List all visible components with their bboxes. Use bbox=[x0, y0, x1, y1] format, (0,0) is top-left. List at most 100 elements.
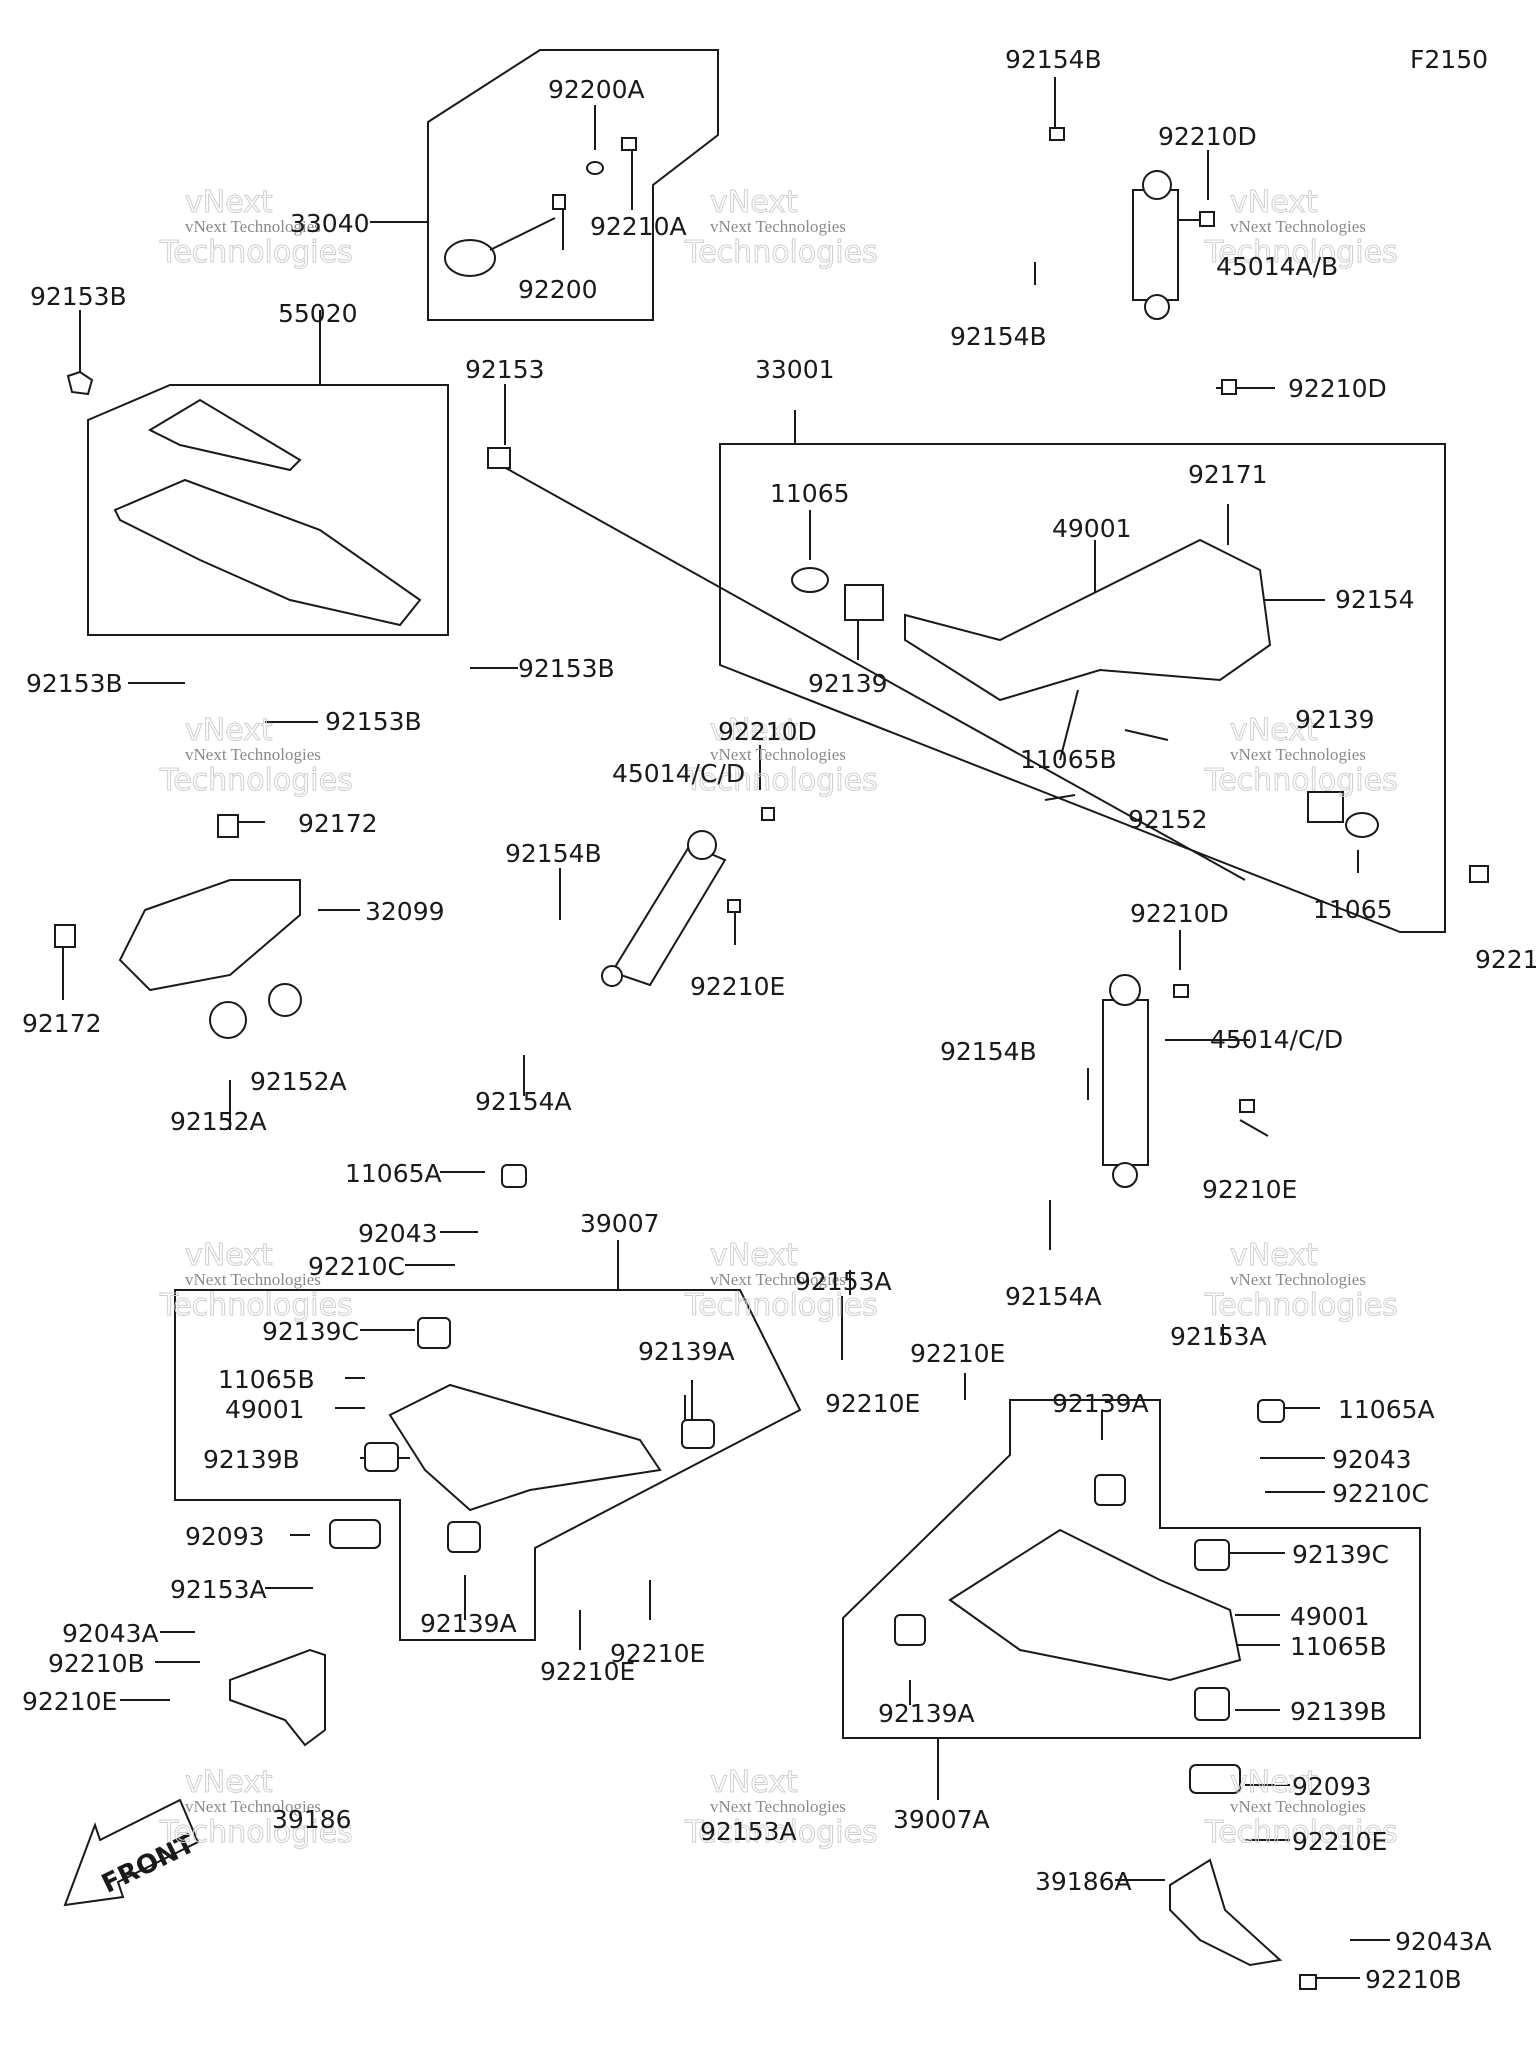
part-label: 92043A bbox=[62, 1619, 159, 1648]
part-label: 11065 bbox=[1313, 895, 1393, 924]
part-label: 92154A bbox=[1005, 1282, 1102, 1311]
part-label: 39007 bbox=[580, 1209, 660, 1238]
part-45014cd-front-shock-right bbox=[1102, 974, 1255, 1188]
part-label: 11065B bbox=[1290, 1632, 1387, 1661]
part-label: 92154 bbox=[1335, 585, 1415, 614]
part-label: 92153A bbox=[795, 1267, 892, 1296]
part-label: 92210E bbox=[540, 1657, 635, 1686]
part-label: 92153B bbox=[518, 654, 615, 683]
part-label: 39186 bbox=[272, 1805, 352, 1834]
part-label: 11065B bbox=[1020, 745, 1117, 774]
part-label: 39007A bbox=[893, 1805, 990, 1834]
part-label: 92153 bbox=[465, 355, 545, 384]
part-labels: 92154B F2150 92200A 92210D 33040 92210A … bbox=[22, 45, 1536, 1994]
frame-39007a bbox=[842, 1399, 1421, 1739]
part-label: 92139A bbox=[420, 1609, 517, 1638]
svg-text:Technologies: Technologies bbox=[684, 235, 878, 270]
part-label: 49001 bbox=[225, 1395, 305, 1424]
part-label: 92152 bbox=[1128, 805, 1208, 834]
part-label: 92139A bbox=[878, 1699, 975, 1728]
part-label: 92153B bbox=[26, 669, 123, 698]
frame-55020 bbox=[87, 384, 449, 636]
frame-33001 bbox=[719, 443, 1446, 933]
part-label: 92210E bbox=[825, 1389, 920, 1418]
part-label: 92153B bbox=[30, 282, 127, 311]
part-label: 92210E bbox=[610, 1639, 705, 1668]
part-label: 92152A bbox=[250, 1067, 347, 1096]
svg-text:vNext Technologies: vNext Technologies bbox=[185, 1797, 321, 1816]
part-label: 92139B bbox=[1290, 1697, 1387, 1726]
part-label: 45014/C/D bbox=[612, 759, 745, 788]
svg-text:Technologies: Technologies bbox=[159, 235, 353, 270]
part-32099-bracket bbox=[54, 814, 302, 1039]
part-label: 11065A bbox=[1338, 1395, 1435, 1424]
svg-text:vNext Technologies: vNext Technologies bbox=[185, 745, 321, 764]
svg-text:vNext: vNext bbox=[1230, 185, 1318, 220]
part-label: 92154B bbox=[950, 322, 1047, 351]
part-label: 92154B bbox=[505, 839, 602, 868]
svg-text:Technologies: Technologies bbox=[684, 1288, 878, 1323]
part-label: 92210D bbox=[1130, 899, 1229, 928]
svg-text:vNext: vNext bbox=[185, 1238, 273, 1273]
part-label: 92139C bbox=[262, 1317, 359, 1346]
part-label: 92154A bbox=[475, 1087, 572, 1116]
part-label: 39186A bbox=[1035, 1867, 1132, 1896]
part-45014ab-rear-shock bbox=[1049, 127, 1237, 395]
part-label: 92210B bbox=[1365, 1965, 1462, 1994]
part-55020-guard bbox=[66, 370, 422, 627]
part-label: 92210E bbox=[690, 972, 785, 1001]
part-label: 92172 bbox=[298, 809, 378, 838]
part-label: 49001 bbox=[1290, 1602, 1370, 1631]
part-39007a-right-a-arm bbox=[894, 1399, 1285, 1721]
part-39186a-right-knuckle bbox=[1169, 1764, 1317, 1990]
part-label: 92210C bbox=[308, 1252, 405, 1281]
svg-text:vNext Technologies: vNext Technologies bbox=[710, 1270, 846, 1289]
part-label: 92139A bbox=[1052, 1389, 1149, 1418]
svg-text:Technologies: Technologies bbox=[159, 763, 353, 798]
part-label: 55020 bbox=[278, 299, 358, 328]
part-label: 92210E bbox=[1202, 1175, 1297, 1204]
part-39007-left-a-arm bbox=[364, 1164, 715, 1553]
svg-text:vNext Technologies: vNext Technologies bbox=[1230, 1270, 1366, 1289]
part-label: 92139 bbox=[1295, 705, 1375, 734]
part-label: 92200 bbox=[518, 275, 598, 304]
svg-text:vNext Technologies: vNext Technologies bbox=[710, 217, 846, 236]
part-label: 92200A bbox=[548, 75, 645, 104]
part-label: 32099 bbox=[365, 897, 445, 926]
part-label: 92093 bbox=[185, 1522, 265, 1551]
svg-text:Technologies: Technologies bbox=[684, 763, 878, 798]
part-label: 33001 bbox=[755, 355, 835, 384]
svg-text:vNext: vNext bbox=[1230, 1765, 1318, 1800]
part-label: 92093 bbox=[1292, 1772, 1372, 1801]
part-label: 92171 bbox=[1188, 460, 1268, 489]
svg-text:Technologies: Technologies bbox=[159, 1815, 353, 1850]
part-label: 33040 bbox=[290, 209, 370, 238]
svg-text:Technologies: Technologies bbox=[1204, 235, 1398, 270]
svg-text:vNext Technologies: vNext Technologies bbox=[1230, 1797, 1366, 1816]
svg-text:Technologies: Technologies bbox=[1204, 763, 1398, 798]
svg-text:vNext: vNext bbox=[710, 1238, 798, 1273]
part-label: 92210 bbox=[1475, 945, 1536, 974]
part-label: 92210E bbox=[22, 1687, 117, 1716]
part-label: 45014A/B bbox=[1216, 252, 1338, 281]
part-label: 11065B bbox=[218, 1365, 315, 1394]
svg-text:vNext: vNext bbox=[710, 1765, 798, 1800]
leader-lines bbox=[62, 77, 1390, 1979]
part-label: 92154B bbox=[940, 1037, 1037, 1066]
svg-text:Technologies: Technologies bbox=[1204, 1288, 1398, 1323]
part-label: 92210B bbox=[48, 1649, 145, 1678]
part-label: 92139A bbox=[638, 1337, 735, 1366]
svg-text:vNext: vNext bbox=[710, 713, 798, 748]
svg-text:vNext Technologies: vNext Technologies bbox=[185, 217, 321, 236]
svg-text:vNext: vNext bbox=[185, 1765, 273, 1800]
